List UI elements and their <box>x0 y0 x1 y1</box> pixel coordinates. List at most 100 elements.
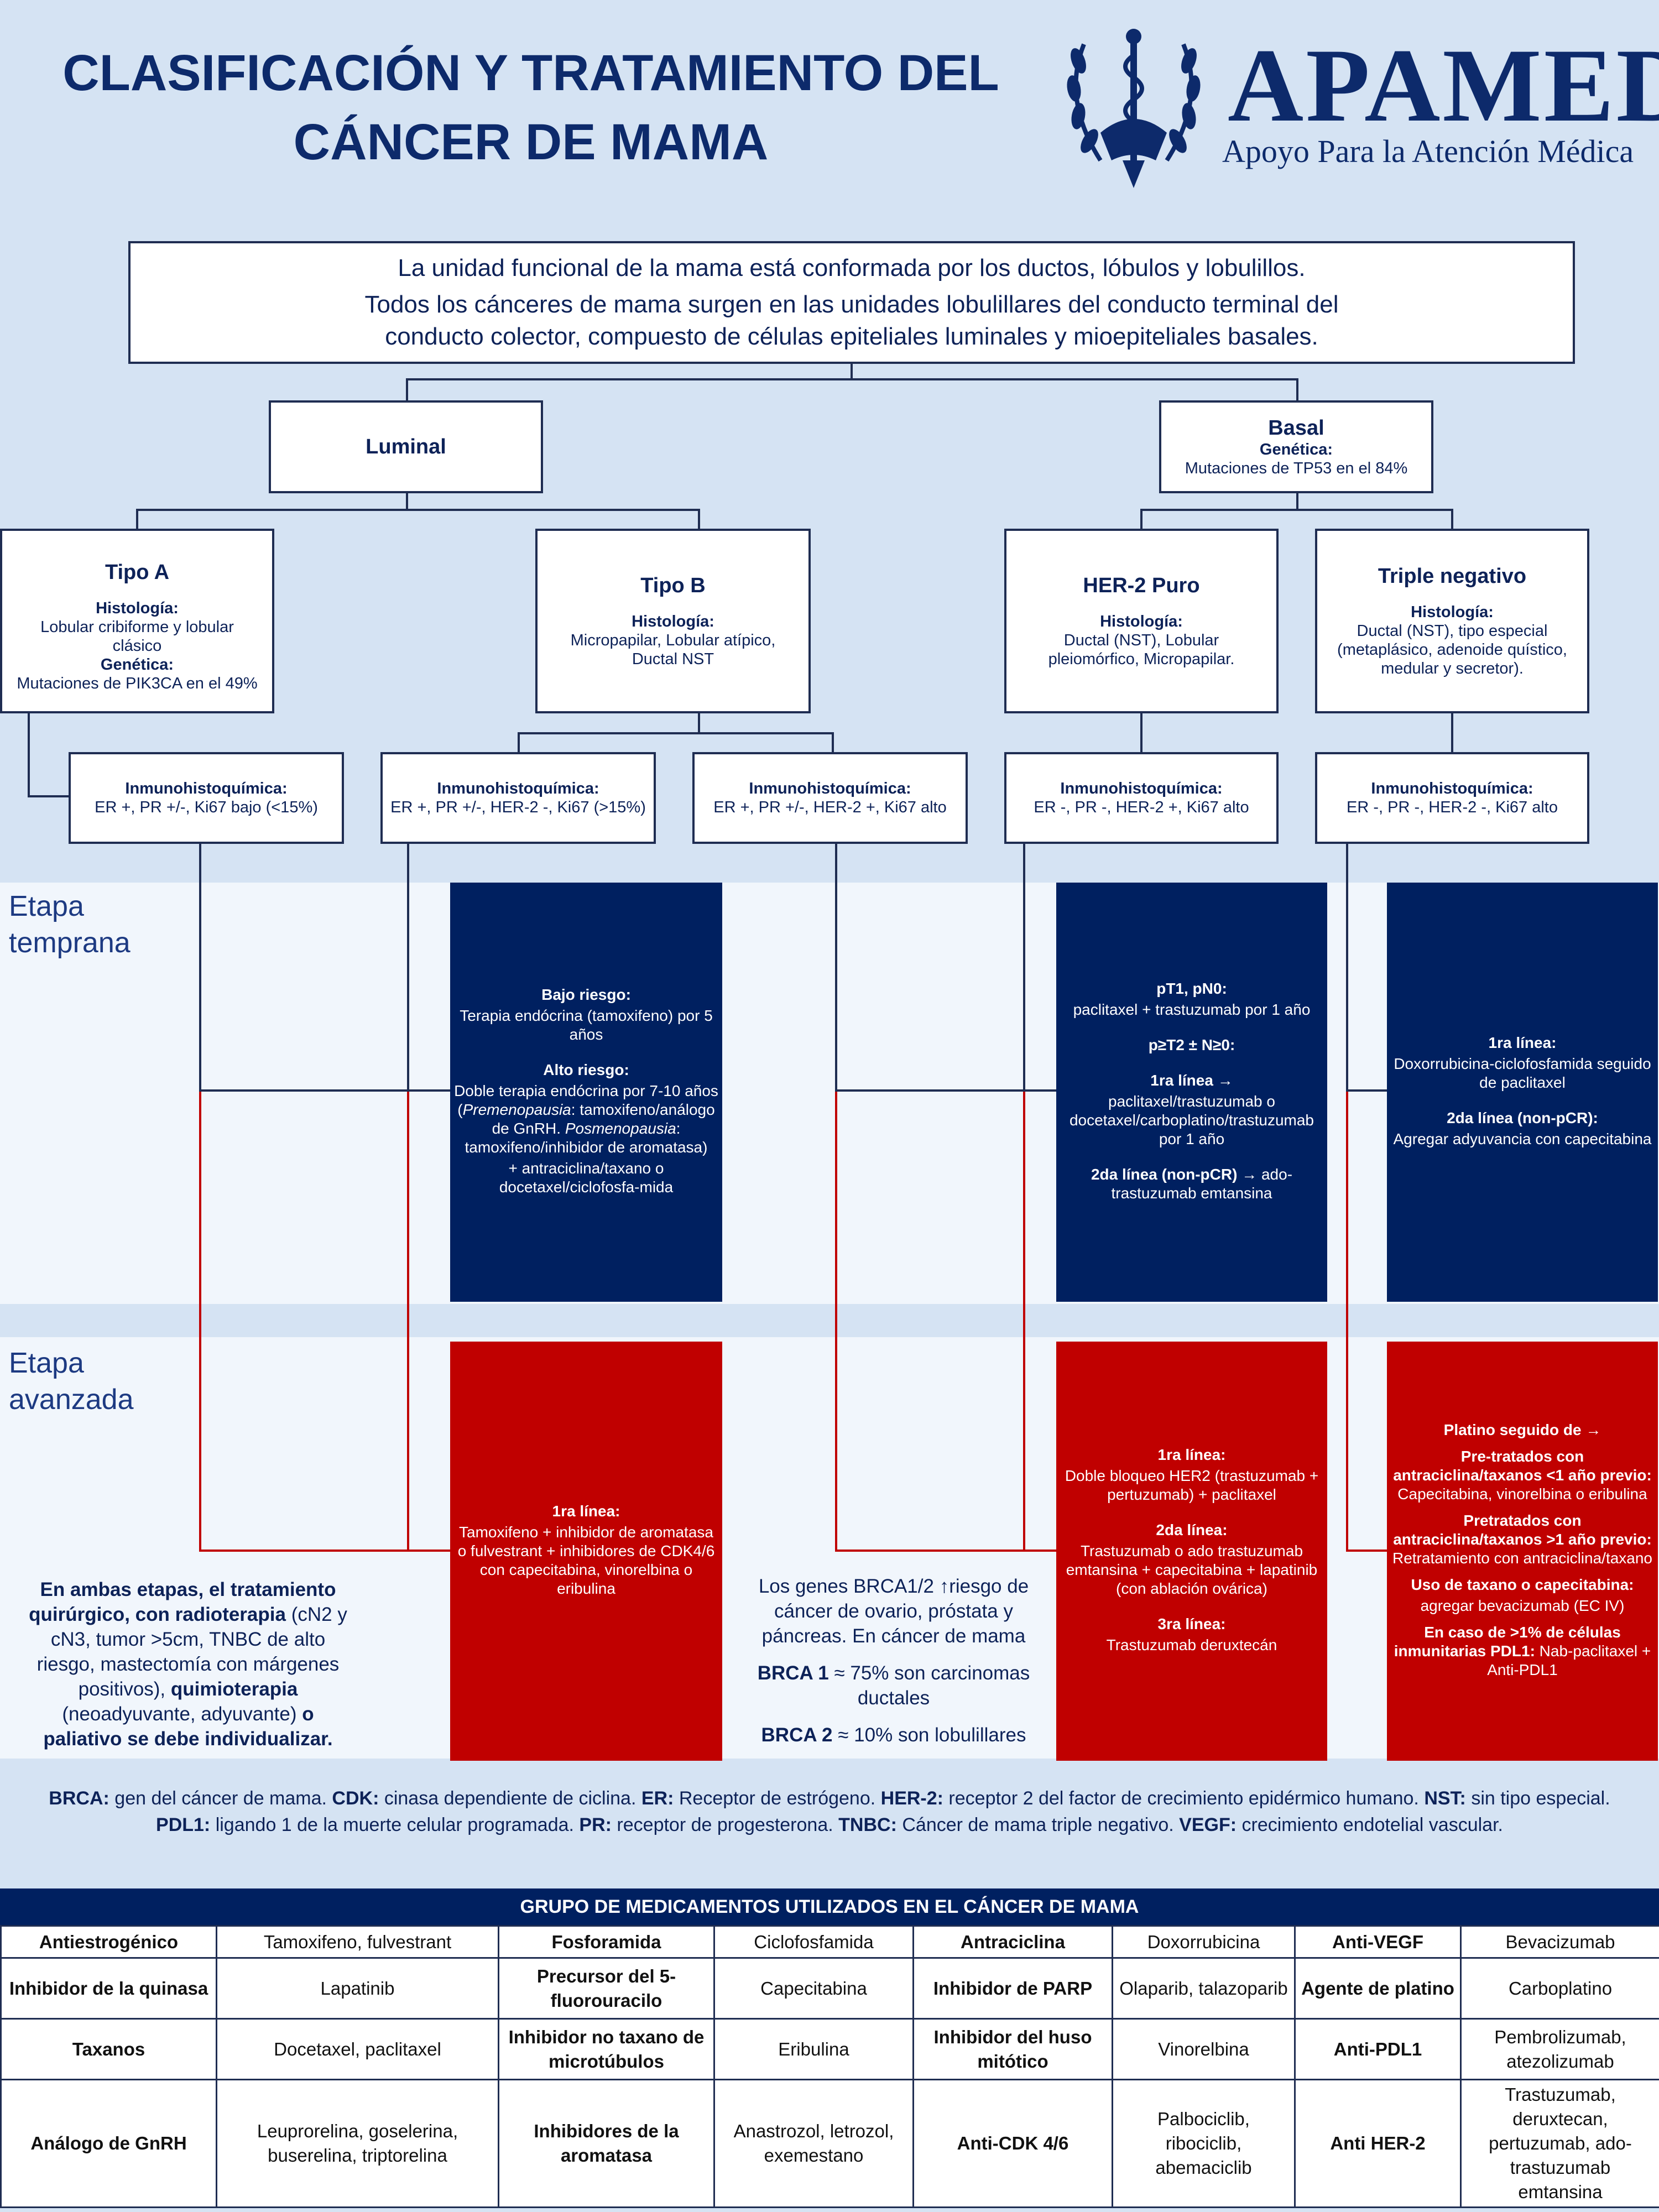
connector <box>1346 1092 1348 1552</box>
tipo-a-title: Tipo A <box>105 560 170 584</box>
connector <box>835 1089 1057 1092</box>
eagle-caduceus-logo-icon <box>1067 29 1201 188</box>
triple-negativo-title: Triple negativo <box>1378 564 1527 588</box>
drug-names-cell: Anastrozol, letrozol, exemestano <box>713 2079 914 2208</box>
drug-class-cell: Antiestrogénico <box>0 1925 217 1959</box>
connector <box>1451 509 1453 530</box>
tipo-a-box: Tipo A Histología: Lobular cribiforme y … <box>0 529 274 713</box>
advanced-her2-treatment: 1ra línea: Doble bloqueo HER2 (trastuzum… <box>1056 1342 1327 1761</box>
drug-names-cell: Carboplatino <box>1460 1957 1659 2020</box>
triple-negativo-histology-value: Ductal (NST), tipo especial (metaplásico… <box>1337 622 1567 677</box>
ihq-value: ER -, PR -, HER-2 +, Ki67 alto <box>1034 799 1249 816</box>
tipo-a-histology-value: Lobular cribiforme y lobular clásico <box>40 618 234 655</box>
drug-class-cell: Fosforamida <box>498 1925 715 1959</box>
advanced-triple-negativo-treatment: Platino seguido de → Pre-tratados con an… <box>1387 1342 1658 1761</box>
ihq-label: Inmunohistoquímica: <box>749 780 911 797</box>
early-stage-label: Etapa temprana <box>9 890 131 959</box>
logo-name: APAMED <box>1228 28 1659 144</box>
glossary: BRCA: gen del cáncer de mama. CDK: cinas… <box>49 1788 1610 1835</box>
ihq-label: Inmunohistoquímica: <box>125 780 288 797</box>
drug-names-cell: Trastuzumab, deruxtecan, pertuzumab, ado… <box>1460 2079 1659 2208</box>
logo-tagline: Apoyo Para la Atención Médica <box>1222 133 1634 169</box>
title-line-2: CÁNCER DE MAMA <box>293 114 769 170</box>
early-triple-negativo-treatment: 1ra línea: Doxorrubicina-ciclofosfamida … <box>1387 883 1658 1302</box>
drug-names-cell: Eribulina <box>713 2018 914 2080</box>
drug-names-cell: Tamoxifeno, fulvestrant <box>216 1925 499 1959</box>
title-line-1: CLASIFICACIÓN Y TRATAMIENTO DEL <box>62 45 999 101</box>
connector <box>406 493 408 510</box>
connector <box>835 1550 1057 1552</box>
connector <box>1140 713 1142 753</box>
drug-class-cell: Anti HER-2 <box>1294 2079 1462 2208</box>
luminal-title: Luminal <box>366 435 446 458</box>
early-her2-treatment: pT1, pN0: paclitaxel + trastuzumab por 1… <box>1056 883 1327 1302</box>
connector <box>1296 493 1298 510</box>
connector <box>698 509 700 530</box>
drug-names-cell: Docetaxel, paclitaxel <box>216 2018 499 2080</box>
tipo-b-title: Tipo B <box>640 573 706 597</box>
drug-class-cell: Inhibidor de la quinasa <box>0 1957 217 2020</box>
ihq-label: Inmunohistoquímica: <box>437 780 599 797</box>
drug-class-cell: Inhibidor no taxano de microtúbulos <box>498 2018 715 2080</box>
advanced-stage-band <box>0 1337 1659 1759</box>
connector <box>832 732 834 753</box>
her2-title: HER-2 Puro <box>1083 573 1200 597</box>
connector <box>1023 844 1025 1092</box>
ihq-box-tipo-a: Inmunohistoquímica: ER +, PR +/-, Ki67 b… <box>69 752 344 844</box>
drug-names-cell: Ciclofosfamida <box>713 1925 914 1959</box>
drug-names-cell: Leuprorelina, goselerina, buserelina, tr… <box>216 2079 499 2208</box>
connector <box>1346 844 1348 1092</box>
connector <box>406 378 1298 380</box>
drug-class-cell: Taxanos <box>0 2018 217 2080</box>
tipo-b-box: Tipo B Histología: Micropapilar, Lobular… <box>535 529 811 713</box>
basal-genetics-label: Genética: <box>1259 440 1333 458</box>
intro-line-2: Todos los cánceres de mama surgen en las… <box>364 291 1339 350</box>
tipo-a-genetics-value: Mutaciones de PIK3CA en el 49% <box>17 674 258 692</box>
ihq-value: ER -, PR -, HER-2 -, Ki67 alto <box>1347 799 1558 816</box>
tipo-b-histology-label: Histología: <box>632 612 714 630</box>
ihq-value: ER +, PR +/-, Ki67 bajo (<15%) <box>95 799 318 816</box>
drug-names-cell: Olaparib, talazoparib <box>1112 1957 1296 2020</box>
drug-class-cell: Antraciclina <box>912 1925 1113 1959</box>
connector <box>199 1089 451 1092</box>
ihq-box-tipo-b2: Inmunohistoquímica: ER +, PR +/-, HER-2 … <box>692 752 968 844</box>
triple-negativo-box: Triple negativo Histología: Ductal (NST)… <box>1315 529 1589 713</box>
med-table-title: GRUPO DE MEDICAMENTOS UTILIZADOS EN EL C… <box>0 1888 1659 1925</box>
connector <box>1140 509 1453 511</box>
drug-class-cell: Inhibidor del huso mitótico <box>912 2018 1113 2080</box>
tipo-a-genetics-label: Genética: <box>100 655 174 674</box>
connector <box>518 732 520 753</box>
drug-names-cell: Pembrolizumab, atezolizumab <box>1460 2018 1659 2080</box>
page-title: CLASIFICACIÓN Y TRATAMIENTO DEL CÁNCER D… <box>33 39 1029 177</box>
luminal-box: Luminal <box>269 400 543 493</box>
drug-class-cell: Inhibidores de la aromatasa <box>498 2079 715 2208</box>
connector <box>1451 713 1453 753</box>
advanced-luminal-treatment: 1ra línea: Tamoxifeno + inhibidor de aro… <box>450 1342 722 1761</box>
connector <box>835 844 837 1092</box>
drug-class-cell: Anti-PDL1 <box>1294 2018 1462 2080</box>
connector <box>407 1092 409 1552</box>
tipo-b-histology-value: Micropapilar, Lobular atípico, Ductal NS… <box>570 631 776 668</box>
drug-names-cell: Palbociclib, ribociclib, abemaciclib <box>1112 2079 1296 2208</box>
connector <box>28 713 30 796</box>
connector <box>28 795 71 797</box>
connector <box>406 378 408 401</box>
drug-class-cell: Anti-CDK 4/6 <box>912 2079 1113 2208</box>
ihq-label: Inmunohistoquímica: <box>1371 780 1533 797</box>
ihq-label: Inmunohistoquímica: <box>1060 780 1223 797</box>
ihq-value: ER +, PR +/-, HER-2 -, Ki67 (>15%) <box>390 799 646 816</box>
connector <box>1346 1089 1388 1092</box>
intro-line-1: La unidad funcional de la mama está conf… <box>398 254 1306 281</box>
drug-names-cell: Vinorelbina <box>1112 2018 1296 2080</box>
drug-class-cell: Agente de platino <box>1294 1957 1462 2020</box>
basal-title: Basal <box>1268 416 1324 440</box>
surgery-note: En ambas etapas, el tratamiento quirúrgi… <box>29 1579 347 1750</box>
connector <box>199 1092 201 1552</box>
early-luminal-treatment: Bajo riesgo: Terapia endócrina (tamoxife… <box>450 883 722 1302</box>
triple-negativo-histology-label: Histología: <box>1411 603 1494 621</box>
